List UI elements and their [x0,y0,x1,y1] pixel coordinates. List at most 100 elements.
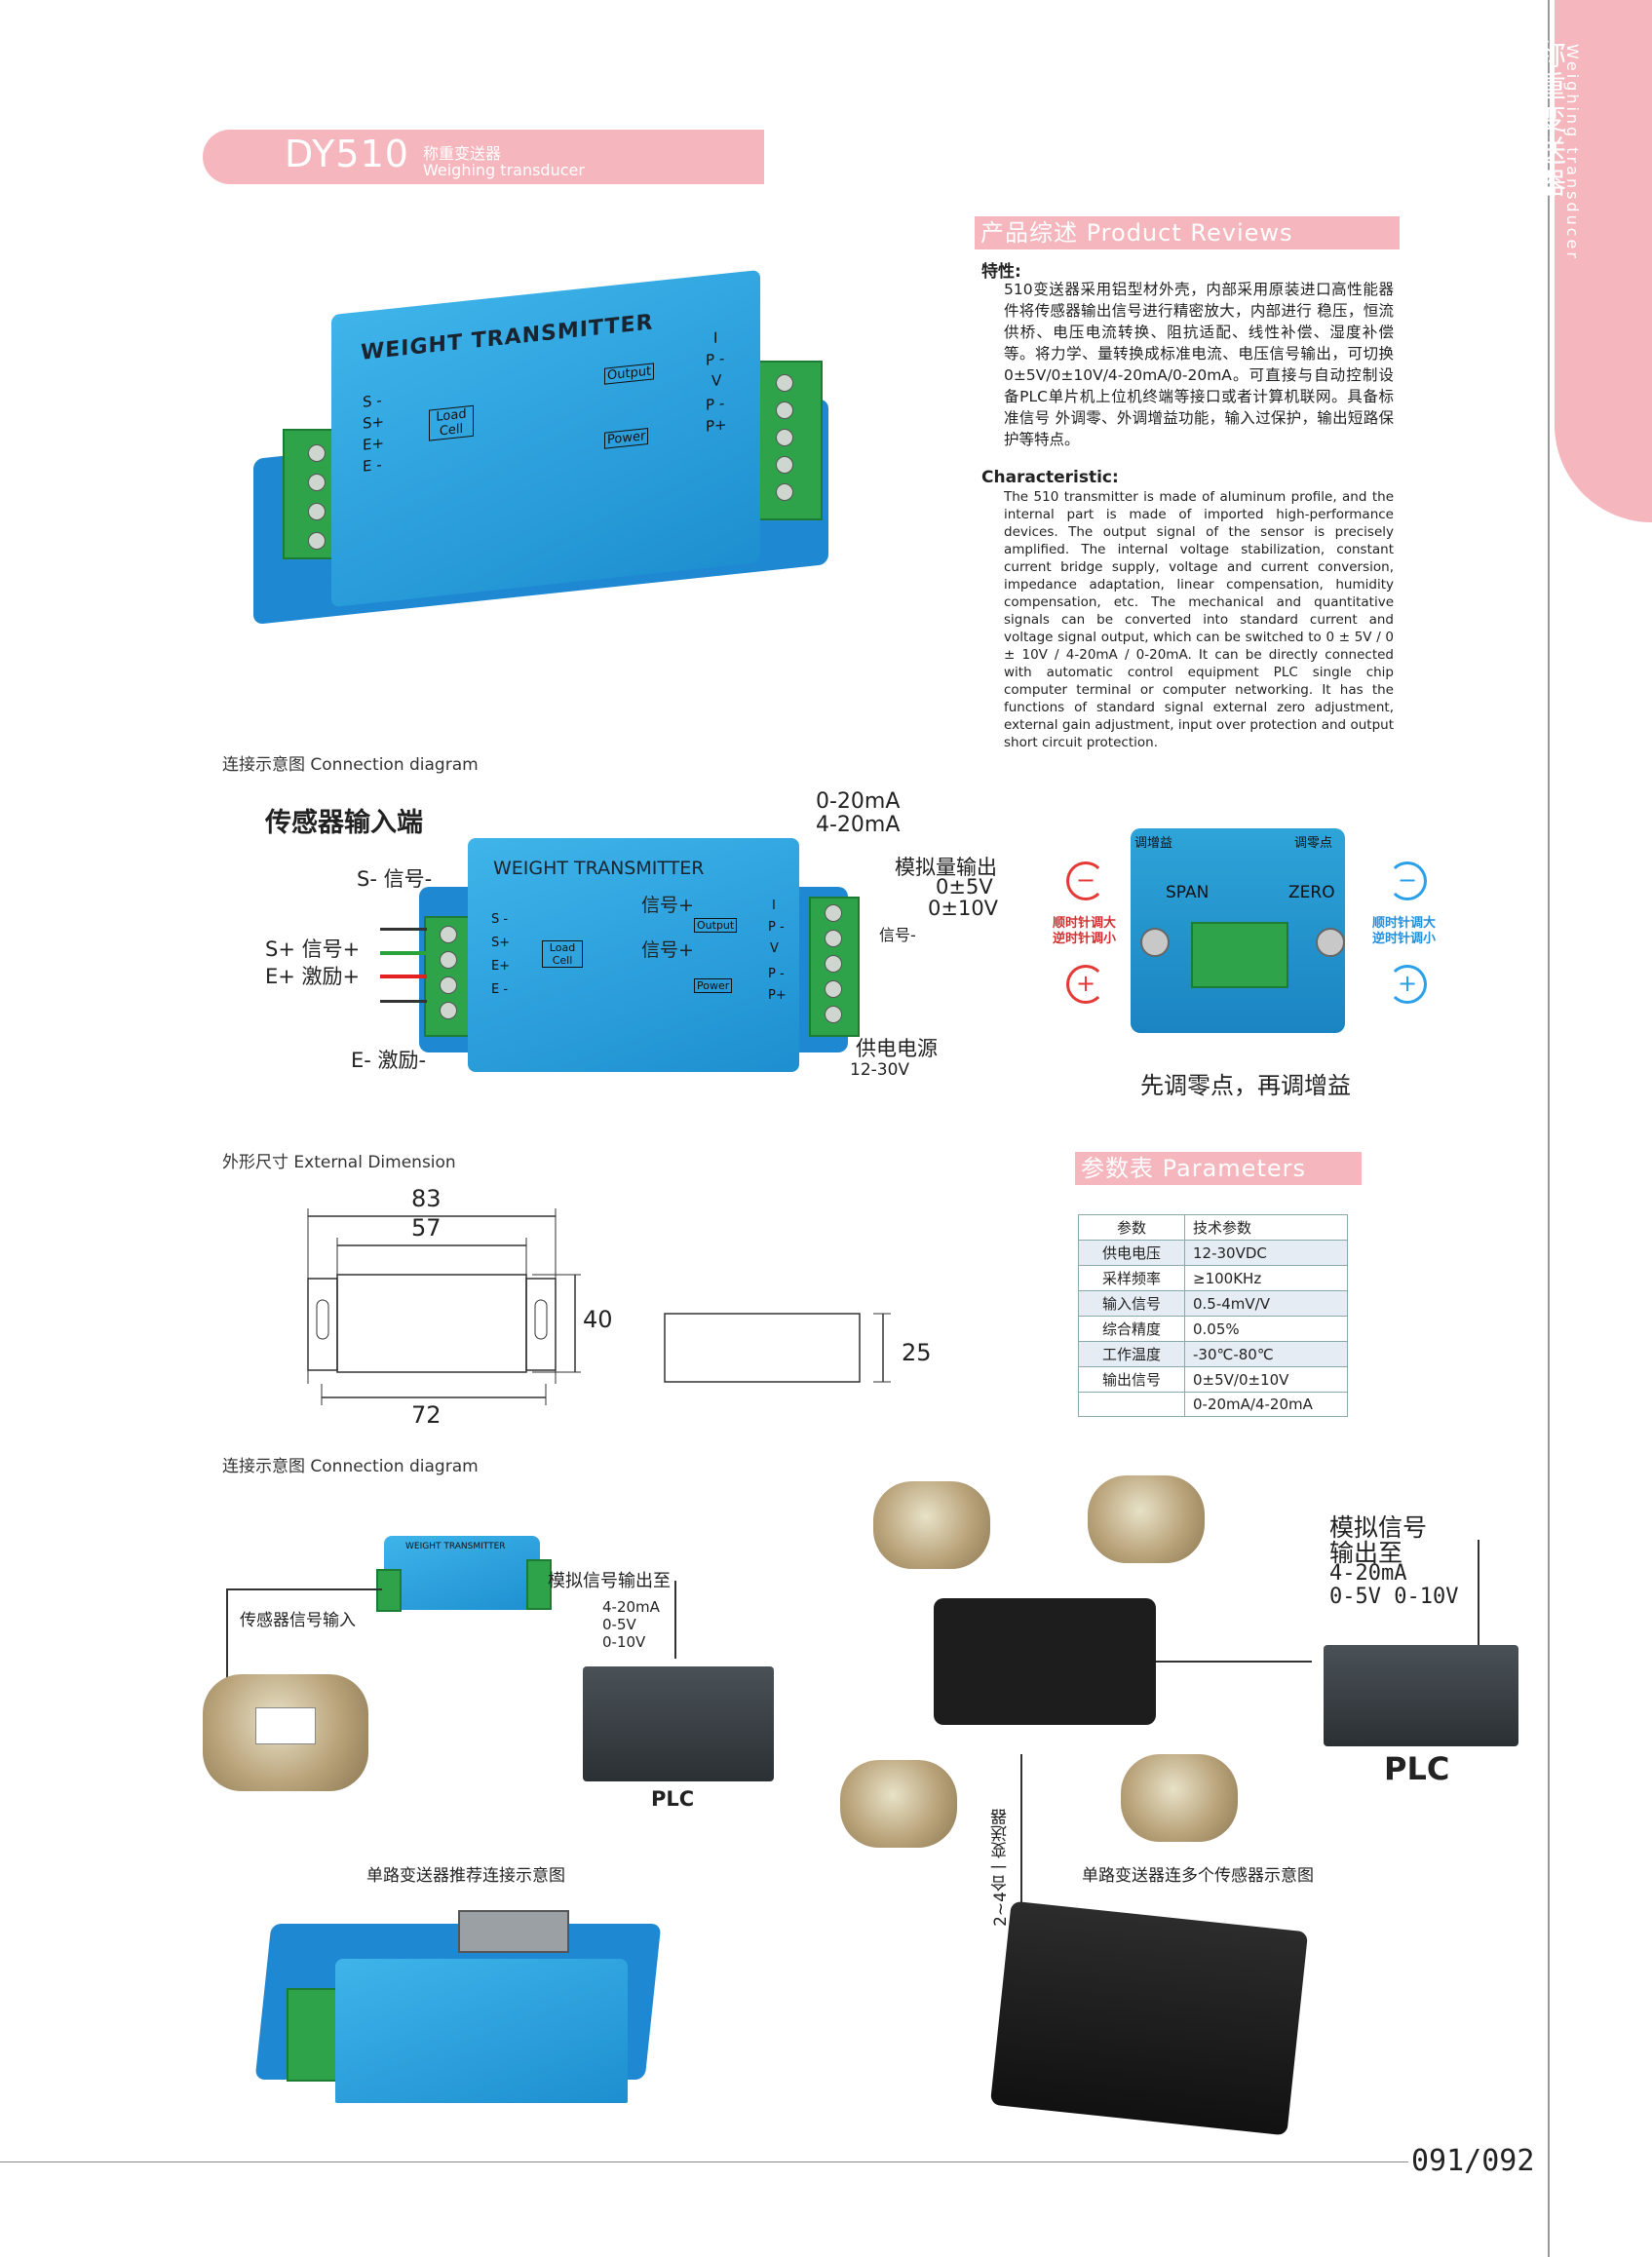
side-tab-title-en: Weighing transducer [1563,44,1582,261]
power-range-label: 12-30V [850,1060,910,1080]
dimension-outer-width: 83 [411,1185,442,1212]
diagram-pin-s-plus: S+ [491,936,511,950]
power-label: Power [604,427,649,449]
output-option-1: 4-20mA [602,1598,660,1616]
right-terminal-block [750,361,823,520]
diagram-pin-p3: P+ [768,988,787,1003]
diagram-right-terminal [809,897,860,1037]
header-pill [203,130,764,184]
plc-label-right: PLC [1384,1750,1450,1787]
voltage-output-a: 0±5V [936,875,993,899]
characteristic-title: Characteristic: [981,468,1119,487]
arrow-line-sensor [226,1588,228,1696]
parameters-table-bar: 参数表 Parameters Table [1075,1152,1362,1215]
diagram-housing: WEIGHT TRANSMITTER S - S+ E+ E - Load Ce… [468,838,799,1072]
output-option-3: 0-10V [602,1633,646,1651]
current-output-b: 4-20mA [816,813,901,837]
rotate-plus-icon-left: + [1066,965,1105,1004]
din-rail-transmitter-photo [254,1910,663,2105]
diagram-pin-s-minus: S - [491,912,509,927]
output-label: Output [604,363,655,385]
signal-minus-label: 信号- [879,926,916,944]
header-title-en: Weighing transducer [423,161,585,179]
wire-black-bottom [380,1000,427,1003]
diagram-load-cell: Load Cell [542,940,583,968]
analog-output-label: 模拟量输出 [895,856,997,879]
analog-big-4: 0-5V 0-10V [1329,1585,1459,1609]
arrow-line-top [226,1588,382,1590]
ccw-left: 逆时针调小 [1053,932,1117,946]
dimension-drawing [307,1208,891,1405]
table-row: 参数技术参数 [1078,1214,1348,1241]
zero-label: 调零点 [1294,836,1333,851]
pin-p-minus-1: P - [706,349,725,369]
cw-left: 顺时针调大 [1053,916,1117,931]
external-dimension-label: 外形尺寸 External Dimension [222,1153,456,1172]
arrow-line-plc [674,1581,676,1659]
product-name-label: WEIGHT TRANSMITTER [361,310,654,365]
connection-diagram-2-label: 连接示意图 Connection diagram [222,1457,479,1476]
span-label: SPAN [1166,883,1210,902]
pin-e-plus: E+ [363,434,385,454]
dimension-depth: 25 [902,1339,932,1366]
pin-i: I [713,328,718,347]
ccw-right: 逆时针调小 [1372,932,1437,946]
connection-diagram-label: 连接示意图 Connection diagram [222,755,479,775]
pin-p-plus: P+ [706,415,727,436]
pin-p-minus-2: P - [706,394,725,414]
dimension-height: 40 [583,1306,613,1333]
small-left-terminal [376,1569,402,1612]
footer-line [0,2161,1408,2162]
side-divider-line [1548,0,1550,2257]
header-title-cn: 称重变送器 [423,144,502,163]
gain-label: 调增益 [1134,836,1173,851]
e-plus-label: E+ 激励+ [265,965,361,988]
characteristic-body: The 510 transmitter is made of aluminum … [1004,489,1394,750]
adjust-terminal-block [1191,922,1288,988]
product-reviews-bar: 产品综述 Product Reviews [975,216,1400,249]
analog-output-to-label: 模拟信号输出至 [548,1571,671,1591]
diagram-pin-e-plus: E+ [491,959,511,974]
model-name: DY510 [285,133,409,175]
zero-en-label: ZERO [1288,883,1335,902]
load-cell-label: Load Cell [429,404,474,441]
pin-e-minus: E - [363,455,382,476]
analog-big-2: 输出至 [1329,1539,1403,1567]
page-number: 091/092 [1411,2144,1535,2178]
junction-box-photo [989,1900,1309,2136]
diagram-signal-plus-2: 信号+ [641,939,694,961]
arrow-line-analog [1478,1540,1479,1647]
diagram-pin-p1: P - [768,920,785,935]
zero-screw[interactable] [1316,928,1345,957]
pin-s-minus: S - [363,391,382,411]
load-cell-sensor-left [203,1674,368,1791]
diagram-pin-i: I [772,899,776,913]
table-row: 工作温度-30℃-80℃ [1078,1341,1348,1367]
small-right-terminal [526,1559,552,1610]
diagram-output-label: Output [694,918,738,933]
span-screw[interactable] [1140,928,1170,957]
output-option-2: 0-5V [602,1616,636,1633]
plc-device-right [1324,1645,1518,1746]
rotate-minus-icon-right: − [1388,861,1427,900]
dimension-inner-width: 57 [411,1214,442,1242]
adjust-note: 先调零点，再调增益 [1140,1072,1351,1099]
diagram-left-terminal [424,916,475,1037]
connection-diagram-1: WEIGHT TRANSMITTER S - S+ E+ E - Load Ce… [263,838,994,1082]
analog-big-1: 模拟信号 [1329,1513,1428,1542]
e-minus-label: E- 激励- [351,1049,427,1072]
load-cell-sensor-4 [1121,1754,1238,1842]
small-transmitter-photo: WEIGHT TRANSMITTER [384,1536,540,1610]
rotate-plus-icon-right: + [1388,965,1427,1004]
diagram-pin-v: V [770,941,779,956]
single-connection-caption: 单路变送器推荐连接示意图 [366,1866,565,1886]
s-plus-label: S+ 信号+ [265,937,361,961]
load-cell-sensor-1 [873,1481,990,1569]
small-transmitter-name: WEIGHT TRANSMITTER [405,1542,506,1551]
sensor-signal-input-label: 传感器信号输入 [240,1611,356,1630]
diagram-power-label: Power [694,978,733,993]
rotate-minus-icon-left: − [1066,861,1105,900]
